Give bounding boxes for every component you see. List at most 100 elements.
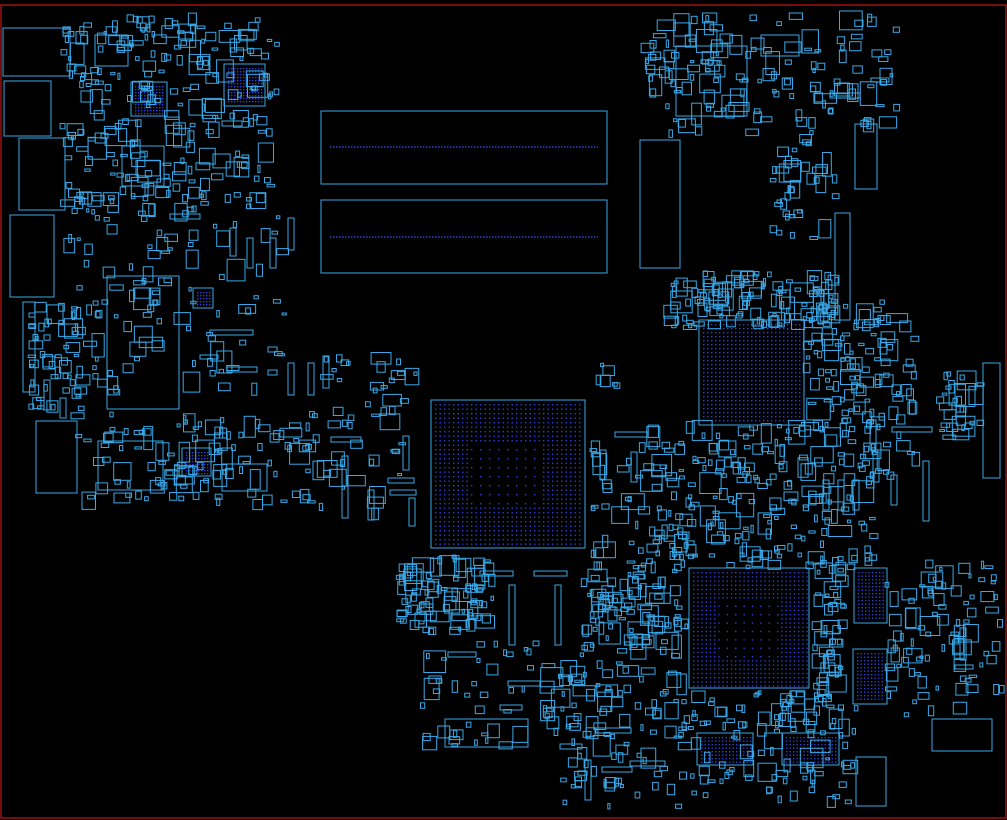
component-101[interactable] xyxy=(236,161,248,168)
component-959[interactable] xyxy=(886,344,894,351)
component-1094[interactable] xyxy=(656,505,662,512)
component-1639[interactable] xyxy=(571,702,577,709)
component-442[interactable] xyxy=(167,452,175,457)
component-2[interactable] xyxy=(97,68,102,75)
component-1908[interactable] xyxy=(599,449,607,481)
component-13[interactable] xyxy=(94,80,104,85)
component-1502[interactable] xyxy=(901,588,918,601)
component-1414[interactable] xyxy=(646,614,655,618)
component-993[interactable] xyxy=(742,530,750,541)
component-381[interactable] xyxy=(62,372,69,380)
component-46[interactable] xyxy=(257,164,261,174)
component-980[interactable] xyxy=(757,482,768,489)
component-743[interactable] xyxy=(797,209,803,214)
component-488[interactable] xyxy=(280,499,288,503)
component-167[interactable] xyxy=(250,86,256,91)
component-387[interactable] xyxy=(92,373,99,380)
component-114[interactable] xyxy=(130,176,149,197)
component-311[interactable] xyxy=(216,350,233,374)
component-1785[interactable] xyxy=(739,744,753,760)
component-298[interactable] xyxy=(134,287,151,299)
component-734[interactable] xyxy=(789,180,801,199)
component-1521[interactable] xyxy=(904,607,917,629)
component-941[interactable] xyxy=(817,305,841,324)
component-505[interactable] xyxy=(182,419,188,425)
component-233[interactable] xyxy=(141,85,148,91)
component-180[interactable] xyxy=(189,39,202,63)
component-336[interactable] xyxy=(216,230,230,247)
component-177[interactable] xyxy=(161,25,180,38)
component-359[interactable] xyxy=(59,360,72,374)
component-355[interactable] xyxy=(50,374,59,380)
package-left-mid-b[interactable] xyxy=(9,214,55,298)
component-1587[interactable] xyxy=(553,727,559,737)
component-1294[interactable] xyxy=(488,573,496,587)
component-1695[interactable] xyxy=(779,713,791,727)
component-920[interactable] xyxy=(803,327,823,342)
component-1801[interactable] xyxy=(843,764,852,770)
component-564[interactable] xyxy=(316,460,338,478)
component-1015[interactable] xyxy=(808,490,817,506)
component-1236[interactable] xyxy=(453,575,459,582)
component-1438[interactable] xyxy=(820,620,840,635)
component-964[interactable] xyxy=(841,409,849,417)
component-1171[interactable] xyxy=(774,438,778,447)
component-507[interactable] xyxy=(273,470,278,478)
component-581[interactable] xyxy=(776,21,782,27)
component-1664[interactable] xyxy=(708,701,715,707)
component-1719[interactable] xyxy=(771,774,778,781)
component-1390[interactable] xyxy=(624,641,632,646)
component-1080[interactable] xyxy=(788,498,797,504)
component-1594[interactable] xyxy=(542,705,548,713)
component-861[interactable] xyxy=(737,311,744,317)
component-1458[interactable] xyxy=(820,662,836,674)
component-1041[interactable] xyxy=(722,535,730,542)
component-1009[interactable] xyxy=(712,495,718,500)
component-1553[interactable] xyxy=(927,705,935,717)
component-845[interactable] xyxy=(829,314,836,321)
component-1573[interactable] xyxy=(961,424,965,431)
component-309[interactable] xyxy=(156,318,163,325)
component-1627[interactable] xyxy=(634,702,642,710)
component-1106[interactable] xyxy=(823,486,832,494)
component-1533[interactable] xyxy=(936,613,949,626)
component-746[interactable] xyxy=(789,231,795,239)
component-1507[interactable] xyxy=(917,676,927,689)
component-332[interactable] xyxy=(253,295,259,300)
component-384[interactable] xyxy=(71,311,76,321)
component-414[interactable] xyxy=(238,455,251,465)
component-585[interactable] xyxy=(649,88,657,98)
component-1384[interactable] xyxy=(641,639,652,645)
component-295[interactable] xyxy=(151,290,161,295)
package-left-mid-a[interactable] xyxy=(18,137,66,211)
package-left-low-a[interactable] xyxy=(35,420,78,494)
component-107[interactable] xyxy=(137,210,146,216)
component-1303[interactable] xyxy=(466,619,476,632)
component-403[interactable] xyxy=(71,326,86,336)
component-599[interactable] xyxy=(765,51,780,75)
component-647[interactable] xyxy=(640,42,655,54)
component-645[interactable] xyxy=(760,116,773,123)
component-277[interactable] xyxy=(260,228,271,243)
component-3[interactable] xyxy=(201,38,206,44)
component-1861[interactable] xyxy=(865,347,875,355)
component-1032[interactable] xyxy=(820,555,824,563)
component-819[interactable] xyxy=(697,302,708,317)
component-1852[interactable] xyxy=(874,379,881,388)
component-1519[interactable] xyxy=(980,560,985,570)
component-1773[interactable] xyxy=(745,774,753,781)
component-1105[interactable] xyxy=(862,460,870,466)
component-924[interactable] xyxy=(833,381,839,392)
component-1598[interactable] xyxy=(582,730,592,738)
component-1430[interactable] xyxy=(829,638,844,648)
component-1128[interactable] xyxy=(819,426,824,433)
component-1885[interactable] xyxy=(883,441,892,448)
component-360[interactable] xyxy=(67,374,72,379)
component-1665[interactable] xyxy=(853,705,859,712)
component-51[interactable] xyxy=(139,150,148,158)
component-1522[interactable] xyxy=(939,566,943,572)
component-1483[interactable] xyxy=(903,712,910,718)
component-1243[interactable] xyxy=(439,555,460,576)
component-1526[interactable] xyxy=(887,639,896,654)
component-1283[interactable] xyxy=(418,620,425,625)
